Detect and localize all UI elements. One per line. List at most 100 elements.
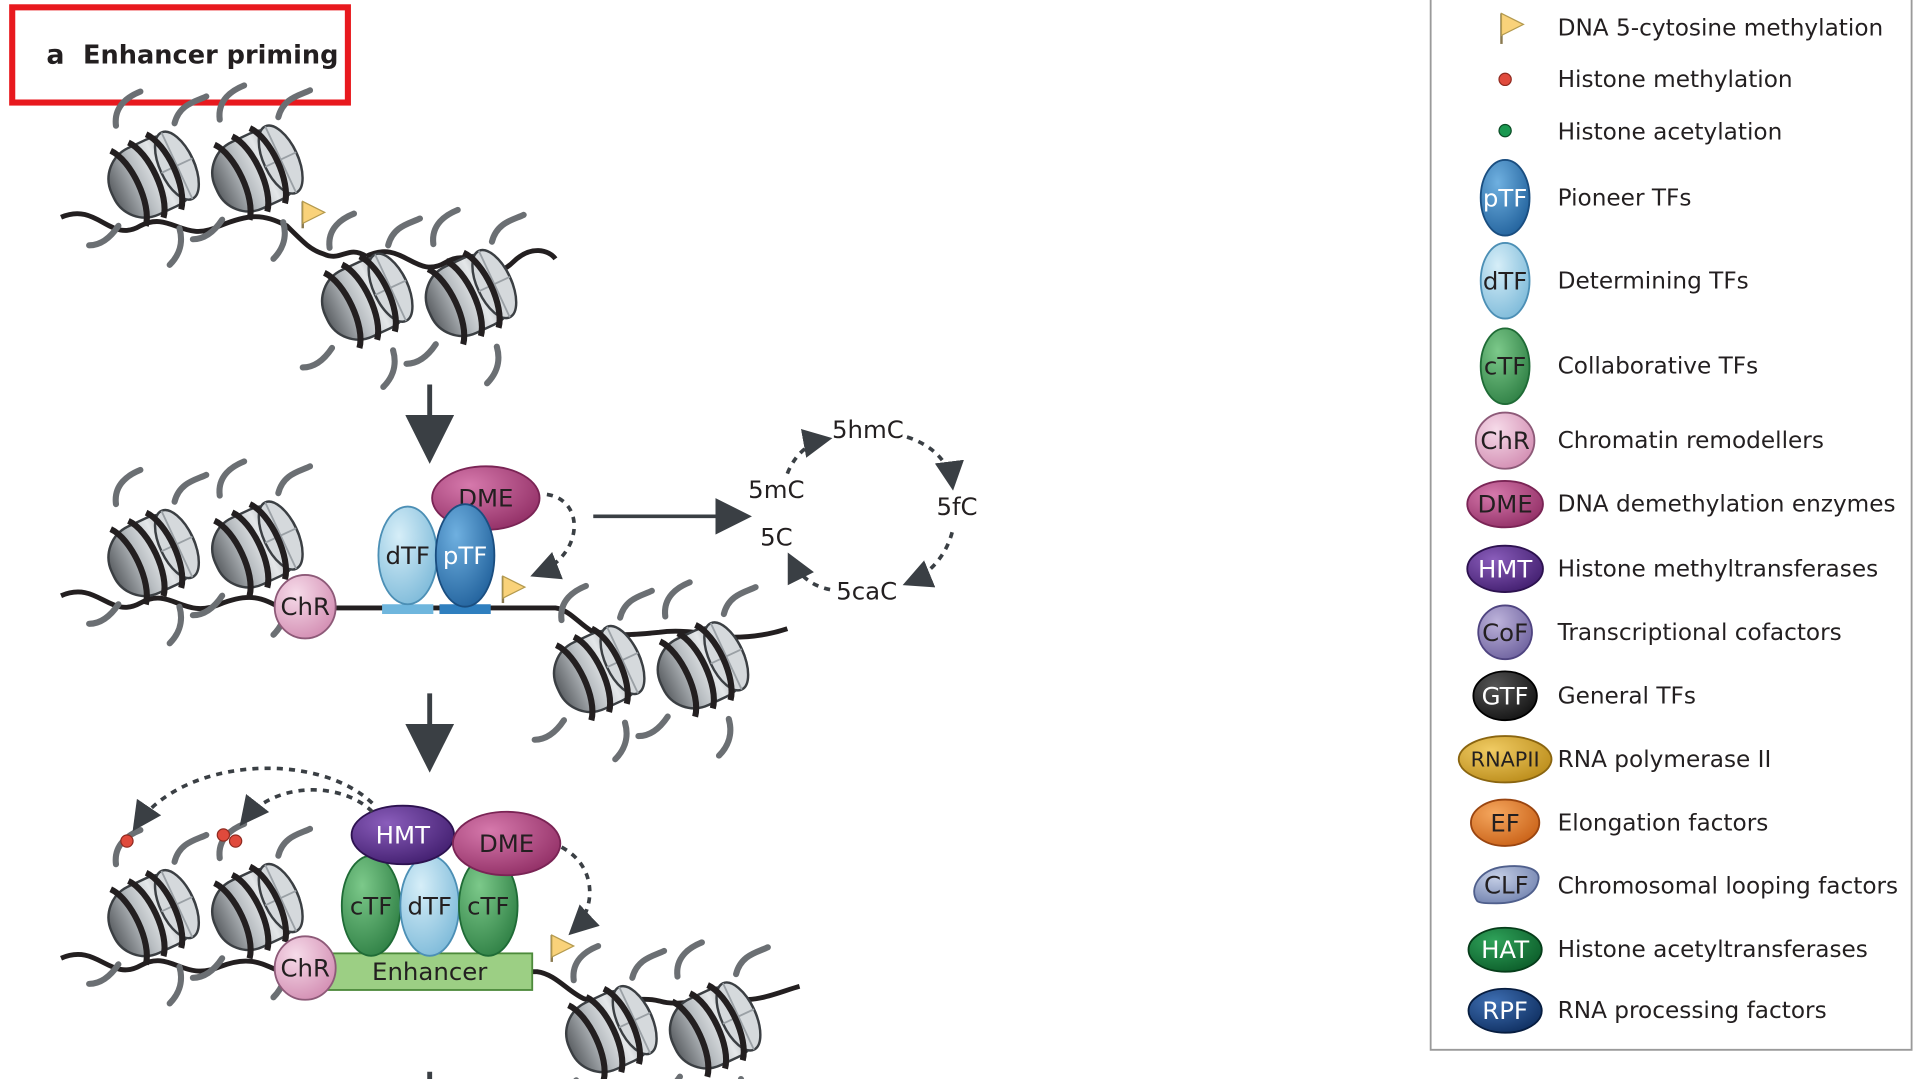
dme-label-2: DME — [479, 829, 534, 858]
legend-item-ptf: pTF Pioneer TFs — [1479, 158, 1692, 237]
hmt-arrow-2 — [239, 788, 374, 827]
legend-item-histone-acetylation: Histone acetylation — [1498, 118, 1783, 145]
hmt-label: HMT — [376, 820, 430, 849]
legend-abbr: EF — [1490, 808, 1519, 837]
methylation-flag-icon-2 — [501, 574, 527, 605]
histone-methylation-mark — [216, 828, 231, 842]
hmt-arrow-1 — [132, 766, 374, 832]
legend-item-histone-methylation: Histone methylation — [1498, 66, 1793, 93]
legend-item-ctf: cTF Collaborative TFs — [1479, 327, 1759, 405]
dtf-icon — [1479, 242, 1531, 320]
nucleosome-3d — [651, 942, 772, 1079]
cycle-5hmc: 5hmC — [832, 415, 904, 444]
ef-icon — [1470, 798, 1541, 847]
legend-label: RNA processing factors — [1558, 997, 1827, 1024]
legend-abbr: pTF — [1483, 183, 1527, 212]
legend-label: Pioneer TFs — [1558, 184, 1692, 211]
legend-abbr: cTF — [1484, 352, 1526, 381]
nucleosome-2d — [638, 582, 759, 755]
cycle-5fc: 5fC — [936, 492, 977, 521]
demethylation-cycle: 5mC 5hmC 5fC 5caC 5C — [748, 415, 977, 605]
nucleosome-1d — [406, 210, 527, 383]
legend-item-hat: HAT Histone acetyltransferases — [1467, 926, 1868, 973]
panel-title-box: a Enhancer priming — [9, 4, 351, 106]
legend-abbr: RNAPII — [1471, 747, 1540, 771]
legend-item-ef: EF Elongation factors — [1470, 798, 1769, 847]
chr-molecule-2 — [273, 935, 337, 1001]
dtf-label-2: dTF — [407, 891, 451, 920]
legend-label: Determining TFs — [1558, 267, 1749, 294]
legend-abbr: HAT — [1481, 935, 1529, 964]
chr-icon — [1474, 411, 1536, 470]
chromatin-row-2: ChR DME dTF pTF — [60, 461, 789, 759]
legend-label: Chromatin remodellers — [1558, 427, 1824, 454]
legend-abbr: DME — [1477, 490, 1532, 519]
legend-item-rpf: RPF RNA processing factors — [1467, 987, 1827, 1034]
methylation-flag-icon — [301, 200, 326, 230]
legend-item-dna-methylation: DNA 5-cytosine methylation — [1500, 12, 1884, 44]
ptf-molecule — [434, 503, 496, 608]
legend-abbr: CLF — [1484, 871, 1529, 900]
legend-label: DNA 5-cytosine methylation — [1558, 15, 1884, 42]
methylation-flag-icon-3 — [550, 933, 575, 964]
legend-item-cof: CoF Transcriptional cofactors — [1477, 604, 1842, 661]
chr-label-2: ChR — [280, 954, 330, 983]
red-dot-icon — [1498, 72, 1512, 87]
legend-item-dme: DME DNA demethylation enzymes — [1466, 480, 1896, 529]
legend-label: Collaborative TFs — [1558, 353, 1759, 380]
legend-label: Elongation factors — [1558, 809, 1769, 836]
legend-abbr: GTF — [1482, 681, 1529, 710]
legend-label: Histone methylation — [1558, 66, 1793, 93]
histone-methylation-mark — [120, 834, 134, 848]
ctf-icon — [1479, 327, 1531, 405]
chr-molecule — [273, 574, 337, 640]
ctf-label-left: cTF — [350, 891, 392, 920]
ctf-label-right: cTF — [467, 891, 509, 920]
legend-label: Histone acetyltransferases — [1558, 936, 1868, 963]
gtf-icon — [1472, 670, 1538, 722]
green-dot-icon — [1498, 123, 1512, 138]
legend-item-chr: ChR Chromatin remodellers — [1474, 411, 1824, 470]
dme-molecule-2 — [451, 810, 562, 877]
chromatin-row-3: Enhancer ChR cTF dTF cTF HMT DME — [60, 766, 801, 1079]
legend-label: Chromosomal looping factors — [1558, 873, 1899, 900]
legend-label: DNA demethylation enzymes — [1558, 491, 1896, 518]
rpf-icon — [1467, 987, 1543, 1034]
chromatin-row-1 — [60, 85, 558, 387]
hmt-icon — [1466, 544, 1544, 593]
clf-icon — [1473, 865, 1540, 905]
legend-abbr: CoF — [1482, 618, 1528, 647]
panel-title: Enhancer priming — [83, 40, 339, 70]
legend-item-clf: CLF Chromosomal looping factors — [1473, 865, 1899, 905]
cof-icon — [1477, 604, 1533, 661]
legend-label: Transcriptional cofactors — [1557, 619, 1842, 646]
legend-abbr: ChR — [1480, 426, 1530, 455]
cycle-5cac: 5caC — [836, 576, 897, 605]
rnapii-icon — [1457, 735, 1553, 784]
legend-item-gtf: GTF General TFs — [1472, 670, 1696, 722]
legend-abbr: HMT — [1478, 554, 1532, 583]
dtf-label: dTF — [385, 541, 429, 570]
ptf-label: pTF — [443, 541, 487, 570]
legend-abbr: RPF — [1482, 996, 1528, 1025]
chr-label: ChR — [280, 592, 330, 621]
legend-abbr: dTF — [1483, 266, 1527, 295]
histone-methylation-mark — [228, 834, 243, 848]
dme-demethylation-arrow — [530, 492, 577, 580]
ptf-icon — [1479, 158, 1531, 237]
legend: DNA 5-cytosine methylation Histone methy… — [1429, 0, 1913, 1051]
enhancer-label: Enhancer — [372, 957, 488, 986]
hat-icon — [1467, 926, 1543, 973]
legend-item-hmt: HMT Histone methyltransferases — [1466, 544, 1879, 593]
legend-label: Histone acetylation — [1558, 118, 1783, 145]
legend-label: Histone methyltransferases — [1558, 555, 1879, 582]
legend-item-rnapii: RNAPII RNA polymerase II — [1457, 735, 1772, 784]
legend-item-dtf: dTF Determining TFs — [1479, 242, 1749, 320]
dme-arrow-2 — [560, 845, 600, 936]
panel-letter: a — [46, 39, 64, 70]
nucleosome-3c — [547, 946, 668, 1079]
legend-label: General TFs — [1558, 682, 1696, 709]
dme-icon — [1466, 480, 1544, 529]
legend-label: RNA polymerase II — [1558, 746, 1772, 773]
